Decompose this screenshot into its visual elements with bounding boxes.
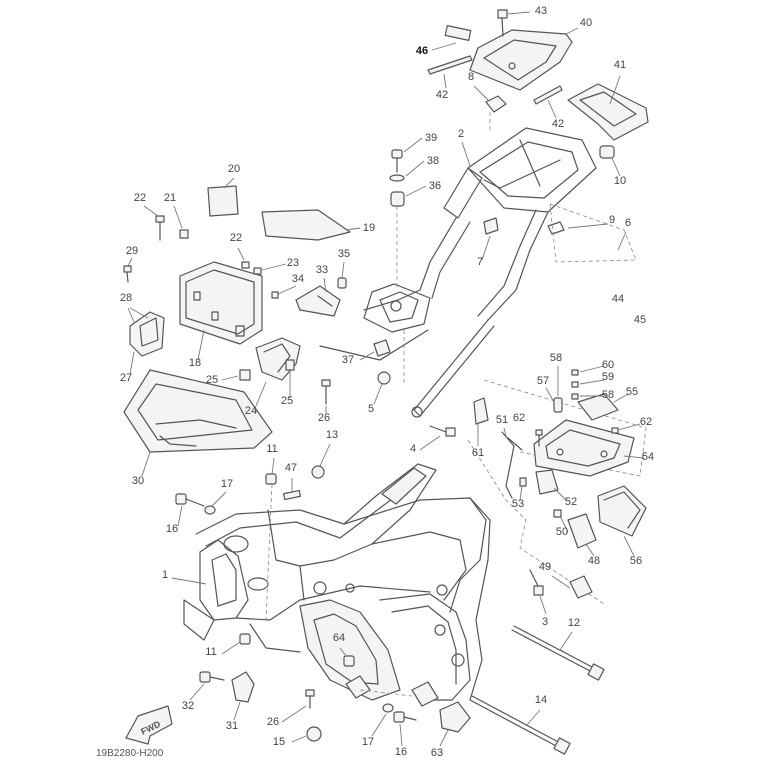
callout-27: 27	[120, 372, 132, 384]
callout-32: 32	[182, 700, 194, 712]
battery-box-parts	[123, 177, 361, 477]
callout-16: 16	[166, 523, 178, 535]
callout-17: 17	[362, 736, 374, 748]
callout-46: 46	[416, 45, 428, 57]
damper-stack	[389, 137, 427, 290]
ecu-bracket-assembly	[467, 365, 647, 605]
callout-6: 6	[625, 217, 631, 229]
callout-21: 21	[164, 192, 176, 204]
callout-42: 42	[436, 89, 448, 101]
callout-20: 20	[228, 163, 240, 175]
callout-62: 62	[640, 416, 652, 428]
callout-31: 31	[226, 720, 238, 732]
callout-41: 41	[614, 59, 626, 71]
callout-30: 30	[132, 475, 144, 487]
callout-45: 45	[634, 314, 646, 326]
rear-subframe	[319, 127, 597, 418]
callout-26: 26	[318, 412, 330, 424]
callout-56: 56	[630, 555, 642, 567]
collars	[359, 330, 405, 405]
callout-11: 11	[266, 443, 277, 455]
callout-3: 3	[542, 616, 548, 628]
callout-5: 5	[368, 403, 374, 415]
callout-7: 7	[477, 256, 483, 268]
rear-frame-parts	[427, 9, 649, 263]
callout-50: 50	[556, 526, 568, 538]
callout-25: 25	[281, 395, 293, 407]
callout-60: 60	[602, 359, 614, 371]
callout-12: 12	[568, 617, 580, 629]
callout-63: 63	[431, 747, 443, 759]
callout-22: 22	[134, 192, 146, 204]
callout-2: 2	[458, 128, 464, 140]
callout-58: 58	[602, 389, 614, 401]
callout-35: 35	[338, 248, 350, 260]
callout-14: 14	[535, 694, 547, 706]
main-frame	[171, 463, 491, 701]
callout-38: 38	[427, 155, 439, 167]
callout-57: 57	[537, 375, 549, 387]
callout-22: 22	[230, 232, 242, 244]
callout-51: 51	[496, 414, 508, 426]
drawing-code: 19B2280-H200	[96, 748, 164, 759]
callout-11: 11	[205, 646, 216, 658]
callout-37: 37	[342, 354, 354, 366]
callout-28: 28	[120, 292, 132, 304]
callout-33: 33	[316, 264, 328, 276]
callout-36: 36	[429, 180, 441, 192]
callout-18: 18	[189, 357, 201, 369]
callout-44: 44	[612, 293, 624, 305]
callout-40: 40	[580, 17, 592, 29]
callout-53: 53	[512, 498, 524, 510]
callout-48: 48	[588, 555, 600, 567]
callout-59: 59	[602, 371, 614, 383]
callout-34: 34	[292, 273, 304, 285]
callout-25: 25	[206, 374, 218, 386]
callout-26: 26	[267, 716, 279, 728]
callout-54: 54	[642, 451, 654, 463]
callout-55: 55	[626, 386, 638, 398]
callout-17: 17	[221, 478, 233, 490]
callout-8: 8	[468, 71, 474, 83]
callout-52: 52	[565, 496, 577, 508]
callout-42: 42	[552, 118, 564, 130]
callout-43: 43	[535, 5, 547, 17]
callout-15: 15	[273, 736, 285, 748]
callout-62: 62	[513, 412, 525, 424]
callout-47: 47	[285, 462, 297, 474]
callout-64: 64	[333, 632, 345, 644]
callout-61: 61	[472, 447, 484, 459]
callout-49: 49	[539, 561, 551, 573]
callout-58: 58	[550, 352, 562, 364]
callout-39: 39	[425, 132, 437, 144]
callout-16: 16	[395, 746, 407, 758]
callout-24: 24	[245, 405, 257, 417]
callout-13: 13	[326, 429, 338, 441]
callout-10: 10	[614, 175, 626, 187]
callout-9: 9	[609, 214, 615, 226]
callout-29: 29	[126, 245, 138, 257]
callout-19: 19	[363, 222, 375, 234]
fwd-arrow-icon: FWD	[125, 705, 173, 745]
callout-23: 23	[287, 257, 299, 269]
callout-4: 4	[410, 443, 416, 455]
callout-1: 1	[162, 569, 168, 581]
frame-fasteners	[175, 425, 605, 755]
